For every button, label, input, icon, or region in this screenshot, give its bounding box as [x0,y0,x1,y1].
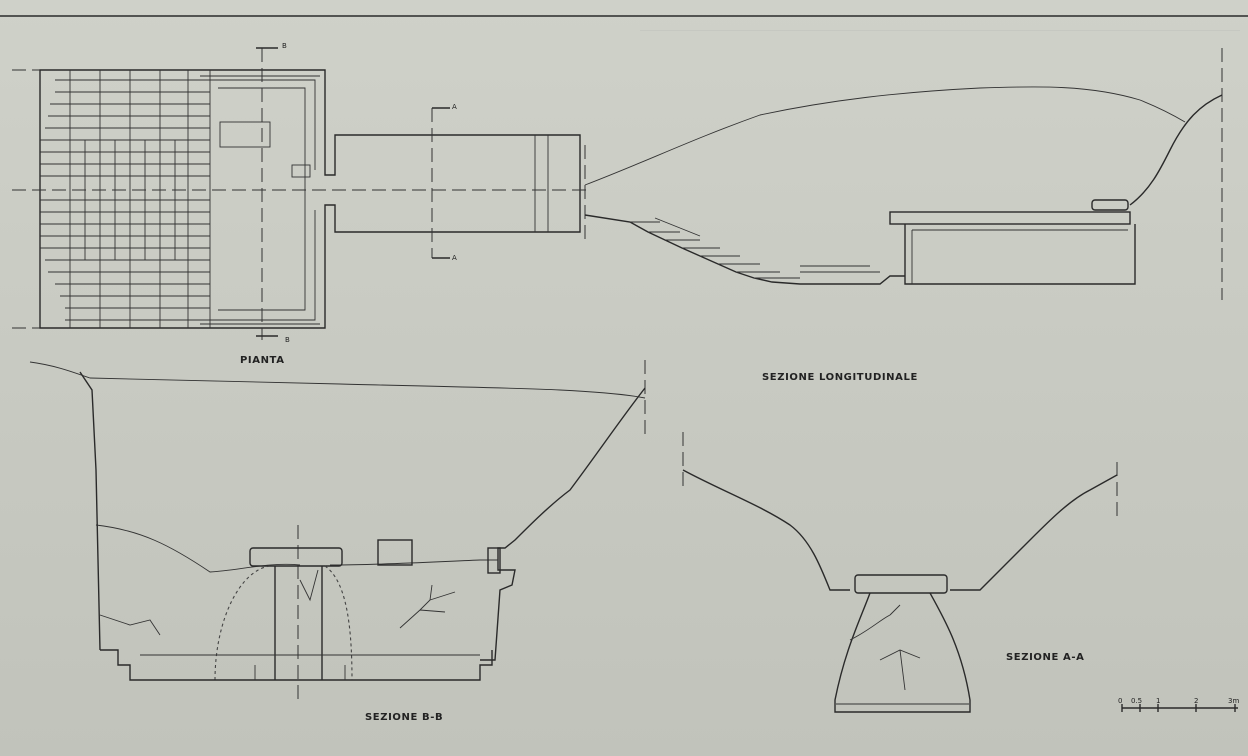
plan-outline [39,69,581,329]
bb-dotted-arch-right [324,565,353,681]
stairs-treads [630,217,880,279]
longitudinal-capstone [889,211,1131,225]
longitudinal-block [1091,199,1129,211]
plan-label: PIANTA [240,355,285,366]
aa-right-terrain [950,474,1118,591]
scale-tick-2: 2 [1194,697,1199,705]
plan-stone-courses [40,70,211,328]
scale-bar [1121,704,1238,712]
aa-left-terrain [682,469,850,591]
bb-right-wall [480,387,646,661]
plan-view [12,47,590,340]
longitudinal-section-label: SEZIONE LONGITUDINALE [762,372,918,383]
bb-terrain [29,361,646,399]
bb-base [100,649,493,681]
scale-tick-05: 0.5 [1131,697,1143,705]
bb-top-block [377,539,413,566]
scale-tick-0: 0 [1118,697,1123,705]
bb-capstone [249,547,343,567]
plan-slab [219,121,271,148]
section-bb [29,360,646,700]
plan-chamber-wall [210,79,316,321]
section-aa-label: SEZIONE A-A [1006,652,1085,663]
bleed-through-text [640,8,1240,438]
longitudinal-terrain [584,86,1186,186]
mark-a-top: A [452,103,457,111]
bb-cut-line [95,524,301,573]
longitudinal-chamber [904,224,1136,285]
scale-tick-1: 1 [1156,697,1161,705]
section-bb-label: SEZIONE B-B [365,712,444,723]
bb-dotted-arch-left [214,565,271,681]
mark-b-top: B [282,42,287,50]
plan-small-block [291,164,311,178]
section-aa [682,432,1118,713]
mark-b-bottom: B [285,336,290,344]
bb-pillar [274,566,323,680]
scale-tick-3m: 3m [1228,697,1240,705]
stairs-profile [584,214,905,285]
mark-a-bottom: A [452,254,457,262]
aa-capstone [854,574,948,594]
aa-chamber [834,592,971,713]
plan-chamber-wall2 [200,75,320,325]
bb-left-wall [79,371,101,651]
longitudinal-slope [1129,94,1223,206]
longitudinal-section [584,48,1223,300]
